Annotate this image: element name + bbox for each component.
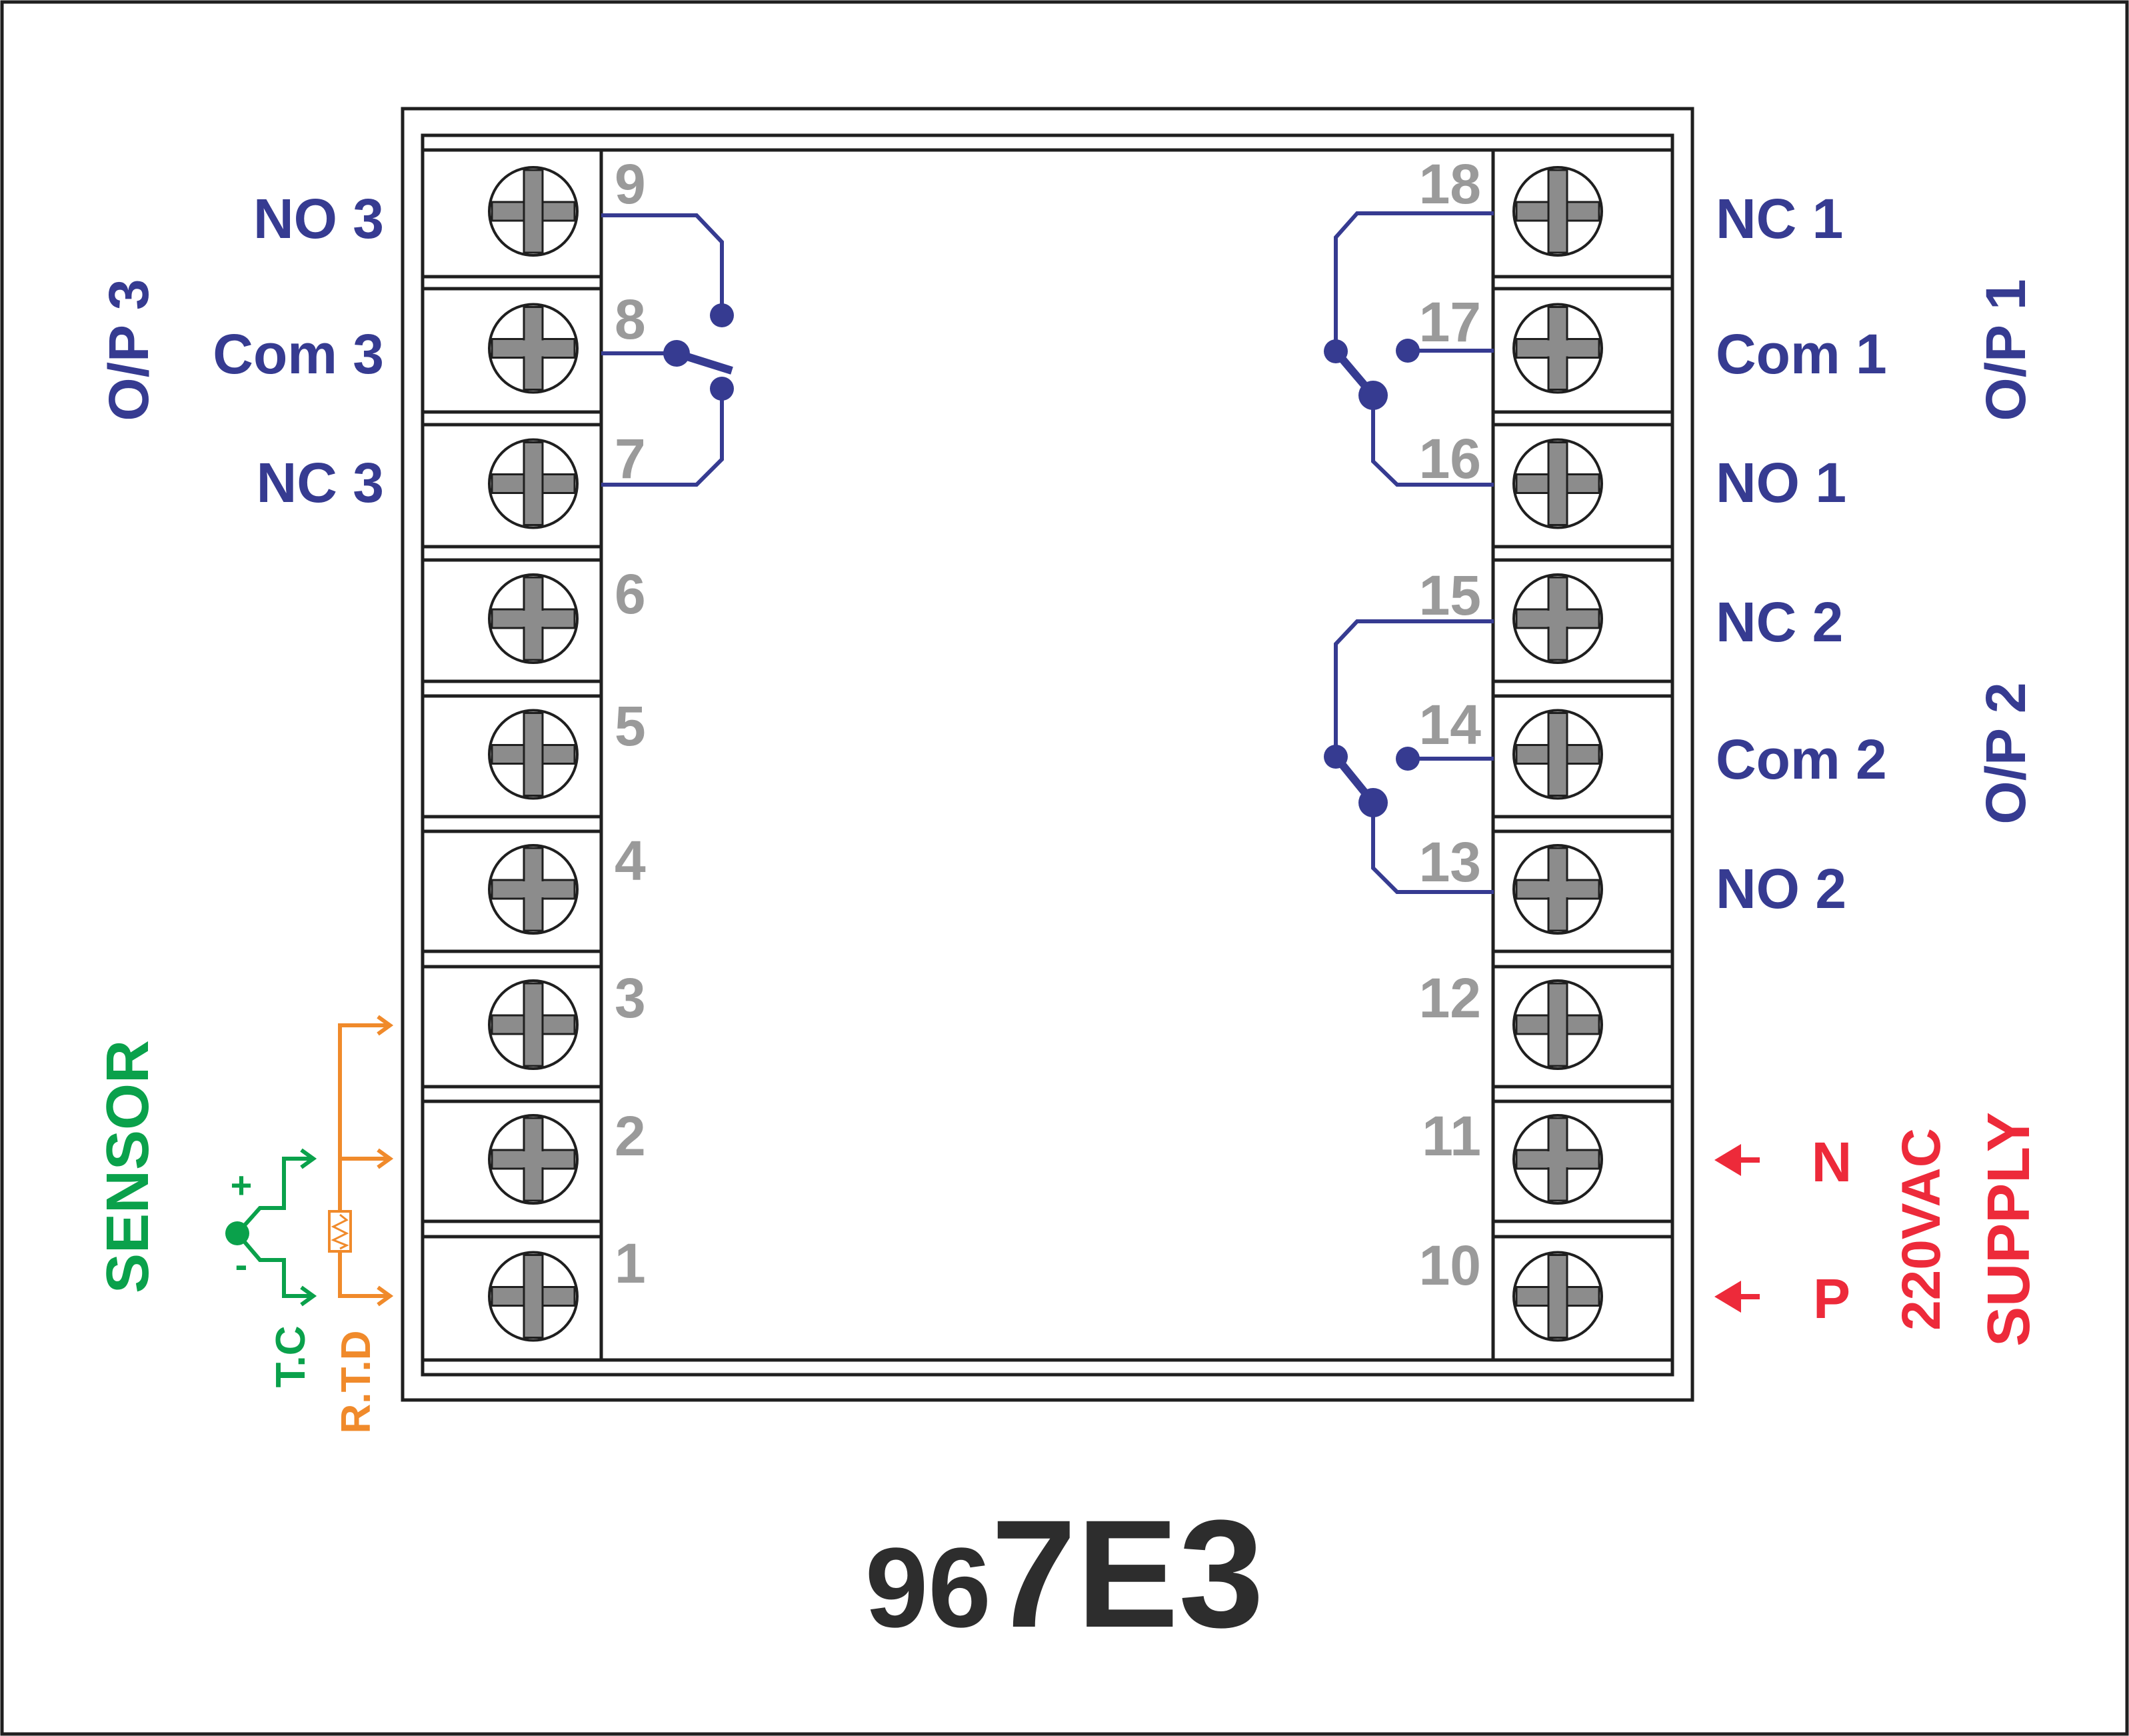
terminal-15 bbox=[1491, 558, 1674, 683]
label-no2: NO 2 bbox=[1716, 857, 1846, 920]
terminal-number-10: 10 bbox=[1419, 1234, 1481, 1297]
terminal-number-3: 3 bbox=[615, 967, 646, 1029]
thermocouple-wiring bbox=[225, 1148, 317, 1307]
terminal-number-17: 17 bbox=[1419, 291, 1481, 353]
terminal-number-4: 4 bbox=[615, 829, 646, 892]
terminal-number-1: 1 bbox=[615, 1232, 646, 1295]
terminal-number-15: 15 bbox=[1419, 564, 1481, 627]
relay-op2-wiring bbox=[1324, 619, 1494, 894]
terminal-number-12: 12 bbox=[1419, 967, 1481, 1029]
label-supply: SUPPLY bbox=[1976, 1112, 2042, 1347]
terminal-number-18: 18 bbox=[1419, 153, 1481, 215]
label-supply-n: N bbox=[1812, 1131, 1852, 1193]
terminal-number-7: 7 bbox=[615, 427, 646, 490]
terminal-number-6: 6 bbox=[615, 563, 646, 625]
terminal-16 bbox=[1491, 423, 1674, 549]
terminal-3 bbox=[421, 965, 603, 1089]
terminal-number-9: 9 bbox=[615, 153, 646, 215]
bottom-rail bbox=[421, 1358, 1674, 1377]
thermocouple-minus: - bbox=[235, 1243, 248, 1285]
terminal-14 bbox=[1491, 694, 1674, 819]
terminal-12 bbox=[1491, 965, 1674, 1089]
label-no1: NO 1 bbox=[1716, 451, 1846, 514]
relay-op3-wiring bbox=[601, 213, 734, 487]
terminal-18 bbox=[1491, 148, 1674, 279]
label-nc2: NC 2 bbox=[1716, 591, 1843, 653]
terminal-number-5: 5 bbox=[615, 695, 646, 757]
right-terminal-strip bbox=[1491, 148, 1674, 1362]
label-op1: O/P 1 bbox=[1974, 279, 2037, 421]
controller-body bbox=[401, 107, 1694, 1402]
terminal-2 bbox=[421, 1099, 603, 1223]
label-220vac: 220VAC bbox=[1891, 1128, 1952, 1331]
thermocouple-plus: + bbox=[231, 1164, 253, 1206]
terminal-8 bbox=[421, 287, 603, 414]
terminal-1 bbox=[421, 1235, 603, 1362]
terminal-4 bbox=[421, 829, 603, 953]
label-com1: Com 1 bbox=[1716, 323, 1887, 385]
label-nc3: NC 3 bbox=[257, 451, 384, 514]
terminal-6 bbox=[421, 558, 603, 683]
terminal-number-16: 16 bbox=[1419, 427, 1481, 490]
label-tc: T.C bbox=[268, 1326, 314, 1388]
terminal-9 bbox=[421, 148, 603, 279]
label-sensor: SENSOR bbox=[95, 1040, 161, 1293]
terminal-number-2: 2 bbox=[615, 1105, 646, 1167]
terminal-number-8: 8 bbox=[615, 288, 646, 351]
terminal-number-11: 11 bbox=[1422, 1105, 1481, 1167]
label-no3: NO 3 bbox=[253, 187, 384, 250]
model-number: 967E3 bbox=[865, 1488, 1264, 1659]
supply-arrows bbox=[1714, 1144, 1760, 1313]
label-com2: Com 2 bbox=[1716, 728, 1887, 791]
terminal-11 bbox=[1491, 1099, 1674, 1223]
top-rail bbox=[421, 133, 1674, 152]
label-rtd: R.T.D bbox=[333, 1331, 379, 1434]
left-terminal-strip bbox=[421, 148, 603, 1362]
relay-op1-wiring bbox=[1324, 211, 1494, 487]
terminal-number-14: 14 bbox=[1419, 693, 1482, 756]
label-op2: O/P 2 bbox=[1974, 682, 2037, 824]
rtd-wiring bbox=[328, 1015, 394, 1307]
terminal-10 bbox=[1491, 1235, 1674, 1362]
terminal-13 bbox=[1491, 829, 1674, 953]
terminal-17 bbox=[1491, 287, 1674, 414]
label-supply-p: P bbox=[1813, 1267, 1850, 1330]
label-com3: Com 3 bbox=[213, 323, 384, 385]
terminal-number-13: 13 bbox=[1419, 831, 1481, 893]
terminal-5 bbox=[421, 694, 603, 819]
terminal-7 bbox=[421, 423, 603, 549]
label-nc1: NC 1 bbox=[1716, 187, 1843, 250]
label-op3: O/P 3 bbox=[97, 279, 160, 421]
